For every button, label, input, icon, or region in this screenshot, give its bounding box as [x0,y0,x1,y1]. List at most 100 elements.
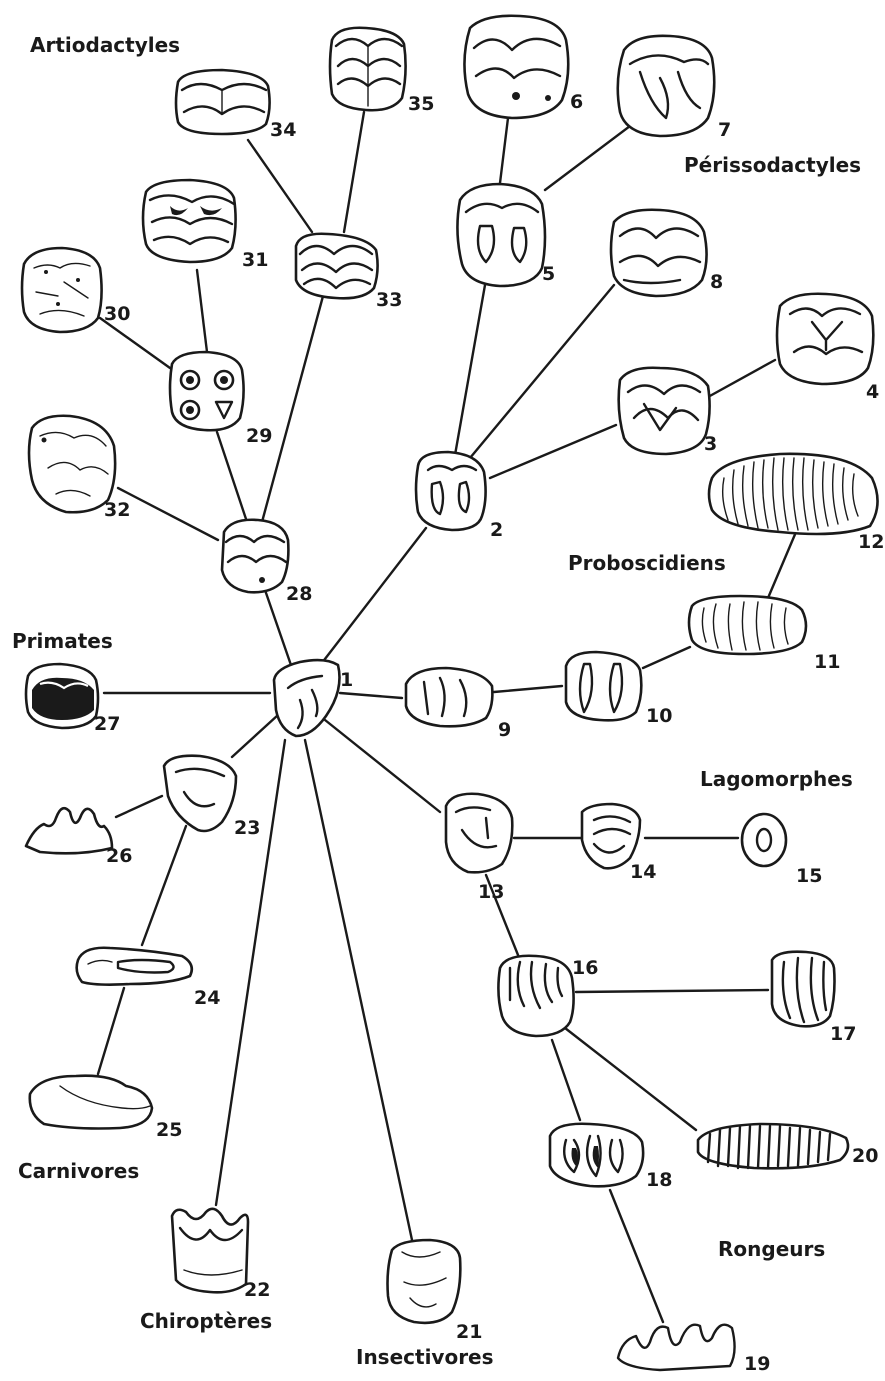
tooth-26 [26,808,112,853]
node-label-17: 17 [830,1023,856,1045]
group-label-primates: Primates [12,629,113,653]
edge-23-26 [116,796,162,817]
node-label-10: 10 [646,705,672,727]
edge-10-11 [643,647,690,668]
node-label-11: 11 [814,651,840,673]
edge-1-23 [232,715,278,757]
edge-3-4 [708,360,775,397]
node-label-20: 20 [852,1145,878,1167]
edge-2-5 [455,285,485,455]
node-label-23: 23 [234,817,260,839]
node-label-28: 28 [286,583,312,605]
node-label-26: 26 [106,845,132,867]
node-label-16: 16 [572,957,598,979]
tooth-20 [698,1124,848,1168]
node-label-6: 6 [570,91,583,113]
group-label-perissodactyles: Périssodactyles [684,153,861,177]
tooth-2 [416,452,486,530]
node-label-29: 29 [246,425,272,447]
node-label-31: 31 [242,249,268,271]
node-label-32: 32 [104,499,130,521]
edge-28-29 [217,432,247,522]
node-label-3: 3 [704,433,717,455]
node-label-33: 33 [376,289,402,311]
tooth-17 [772,952,835,1027]
tooth-33 [296,234,378,299]
tooth-13 [446,794,512,873]
tooth-22 [172,1209,248,1293]
tooth-18 [550,1124,643,1187]
node-label-12: 12 [858,531,884,553]
edge-2-3 [490,425,616,478]
tooth-3 [619,368,710,454]
edge-1-2 [318,528,426,668]
edge-28-33 [262,285,326,522]
tooth-11 [689,596,806,654]
node-label-30: 30 [104,303,130,325]
group-label-proboscidiens: Proboscidiens [568,551,726,575]
edge-9-10 [494,686,562,692]
node-label-35: 35 [408,93,434,115]
node-label-13: 13 [478,881,504,903]
tooth-8 [611,210,707,296]
edge-2-8 [470,285,614,458]
node-label-27: 27 [94,713,120,735]
group-label-carnivores: Carnivores [18,1159,139,1183]
node-label-9: 9 [498,719,511,741]
node-label-34: 34 [270,119,296,141]
tooth-31 [143,180,236,262]
group-label-artiodactyles: Artiodactyles [30,33,180,57]
node-label-22: 22 [244,1279,270,1301]
tooth-15 [742,814,786,866]
node-label-14: 14 [630,861,656,883]
tooth-25 [30,1076,152,1129]
node-label-8: 8 [710,271,723,293]
edge-24-25 [98,988,124,1074]
node-label-21: 21 [456,1321,482,1343]
tooth-4 [777,294,873,384]
node-label-19: 19 [744,1353,770,1375]
group-label-lagomorphes: Lagomorphes [700,767,853,791]
group-label-insectivores: Insectivores [356,1345,494,1369]
group-label-rongeurs: Rongeurs [718,1237,825,1261]
tooth-7 [618,36,715,136]
edge-16-20 [565,1028,696,1130]
tooth-35 [330,28,406,111]
edge-1-21 [305,740,412,1240]
tooth-32 [29,416,115,513]
edge-33-34 [248,140,312,232]
tooth-6 [464,16,568,118]
edge-1-13 [325,720,440,812]
node-label-7: 7 [718,119,731,141]
tooth-9 [406,668,492,726]
edge-5-7 [545,123,634,190]
tooth-14 [582,804,640,868]
node-label-4: 4 [866,381,879,403]
node-label-1: 1 [340,669,353,691]
node-label-2: 2 [490,519,503,541]
edge-23-24 [142,826,186,945]
tooth-30 [22,248,102,332]
edge-1-9 [340,693,402,698]
tooth-10 [566,652,641,720]
group-label-chiropteres: Chiroptères [140,1309,272,1333]
tooth-19 [618,1325,735,1370]
tooth-34 [176,70,270,134]
tooth-21 [388,1240,461,1323]
edge-33-35 [344,112,364,232]
edge-16-17 [576,990,768,992]
node-label-25: 25 [156,1119,182,1141]
edge-11-12 [768,532,796,598]
node-label-18: 18 [646,1169,672,1191]
tooth-12 [709,454,878,534]
node-label-15: 15 [796,865,822,887]
tooth-24 [77,948,192,985]
edge-18-19 [610,1190,663,1322]
edge-29-31 [197,270,207,352]
tooth-5 [457,184,545,286]
tooth-16 [498,956,573,1036]
edge-29-30 [100,318,170,368]
edge-28-32 [118,488,218,540]
